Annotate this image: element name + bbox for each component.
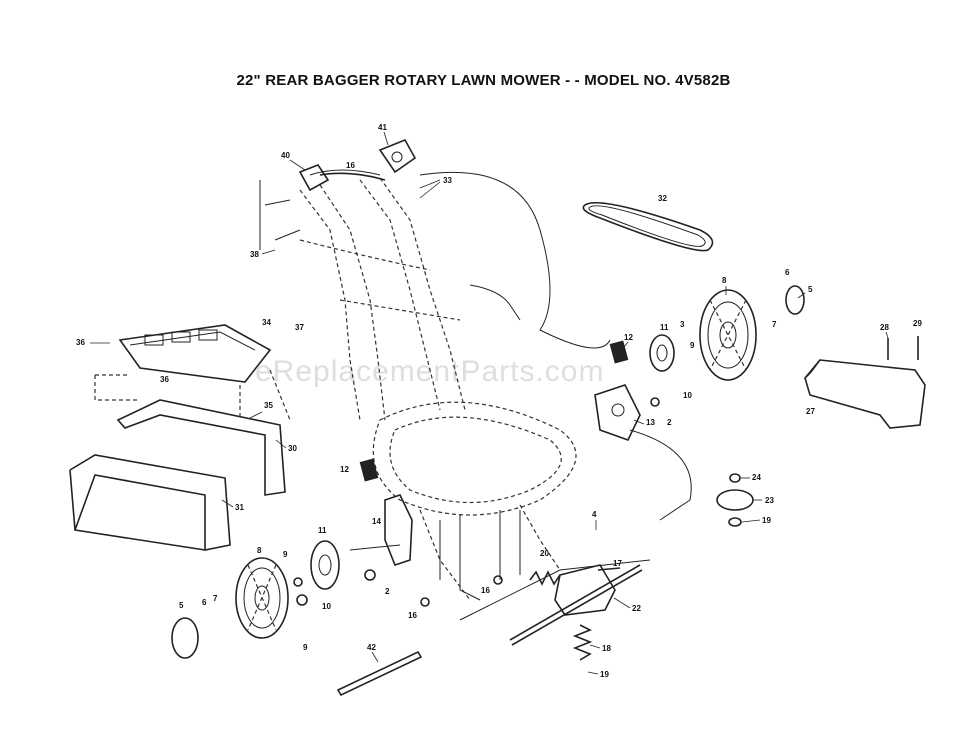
part-12-spring-left bbox=[359, 458, 379, 482]
part-20-spring bbox=[529, 570, 561, 586]
callout-9: 9 bbox=[283, 550, 288, 559]
callout-18: 18 bbox=[602, 644, 611, 653]
callout-8: 8 bbox=[722, 276, 727, 285]
part-42-cable-tie-bar bbox=[336, 650, 423, 697]
callout-20: 20 bbox=[540, 549, 549, 558]
throttle-cable bbox=[469, 284, 521, 321]
part-35-catcher-frame bbox=[116, 399, 286, 496]
callout-17: 17 bbox=[613, 559, 622, 568]
hardware-nut bbox=[650, 397, 660, 407]
callout-5: 5 bbox=[179, 601, 184, 610]
callout-labels: 41 40 16 33 38 32 8 6 5 7 12 11 3 9 10 1… bbox=[76, 123, 922, 679]
callout-38: 38 bbox=[250, 250, 259, 259]
part-11-pulley-right bbox=[649, 334, 675, 372]
callout-30: 30 bbox=[288, 444, 297, 453]
part-31-grass-bag bbox=[69, 454, 231, 551]
part-17-shaft bbox=[597, 567, 621, 571]
callout-34: 34 bbox=[262, 318, 271, 327]
callout-28: 28 bbox=[880, 323, 889, 332]
part-27-rear-deflector bbox=[804, 359, 926, 429]
part-14-drive-bracket bbox=[349, 494, 413, 566]
callout-16: 16 bbox=[408, 611, 417, 620]
part-8-rear-wheel-right bbox=[699, 289, 757, 381]
part-34-catcher-top-frame bbox=[118, 324, 272, 383]
callout-11: 11 bbox=[318, 526, 327, 535]
part-5-hubcap-left bbox=[171, 617, 199, 659]
callout-16: 16 bbox=[481, 586, 490, 595]
callout-9: 9 bbox=[690, 341, 695, 350]
callout-19: 19 bbox=[600, 670, 609, 679]
callout-10: 10 bbox=[683, 391, 692, 400]
callout-41: 41 bbox=[378, 123, 387, 132]
callout-6: 6 bbox=[785, 268, 790, 277]
callout-24: 24 bbox=[752, 473, 761, 482]
callout-7: 7 bbox=[772, 320, 777, 329]
callout-33: 33 bbox=[443, 176, 452, 185]
control-cable bbox=[419, 171, 611, 349]
hardware-nut bbox=[420, 597, 430, 607]
hardware-nut bbox=[493, 575, 503, 585]
callout-32: 32 bbox=[658, 194, 667, 203]
part-40-bail-lever bbox=[298, 164, 386, 192]
callout-23: 23 bbox=[765, 496, 774, 505]
callout-3: 3 bbox=[680, 320, 685, 329]
callout-10: 10 bbox=[322, 602, 331, 611]
part-6-hubcap-right bbox=[785, 285, 805, 315]
hardware-nut bbox=[293, 577, 303, 587]
callout-36: 36 bbox=[160, 375, 169, 384]
callout-22: 22 bbox=[632, 604, 641, 613]
callout-9: 9 bbox=[303, 643, 308, 652]
callout-37: 37 bbox=[295, 323, 304, 332]
callout-8: 8 bbox=[257, 546, 262, 555]
callout-6: 6 bbox=[202, 598, 207, 607]
callout-42: 42 bbox=[367, 643, 376, 652]
catcher-guide-lines bbox=[94, 369, 291, 421]
callout-11: 11 bbox=[660, 323, 669, 332]
callout-2: 2 bbox=[667, 418, 672, 427]
callout-13: 13 bbox=[646, 418, 655, 427]
part-32-drive-belt bbox=[582, 202, 714, 252]
callout-4: 4 bbox=[592, 510, 597, 519]
callout-14: 14 bbox=[372, 517, 381, 526]
callout-27: 27 bbox=[806, 407, 815, 416]
watermark: eReplacementParts.com bbox=[255, 355, 605, 388]
part-18-spring bbox=[572, 624, 593, 661]
callout-5: 5 bbox=[808, 285, 813, 294]
engine-mount-lines bbox=[439, 510, 651, 621]
page-title: 22" REAR BAGGER ROTARY LAWN MOWER - - MO… bbox=[236, 72, 731, 89]
leader-lines bbox=[90, 131, 889, 675]
part-11-pulley-left bbox=[310, 540, 340, 590]
hardware-nut bbox=[296, 594, 308, 606]
callout-36: 36 bbox=[76, 338, 85, 347]
callout-35: 35 bbox=[264, 401, 273, 410]
part-19-washer-upper bbox=[728, 517, 742, 527]
callout-2: 2 bbox=[385, 587, 390, 596]
drive-cable bbox=[629, 429, 692, 521]
part-22-transmission bbox=[509, 564, 643, 646]
callout-16: 16 bbox=[346, 161, 355, 170]
callout-29: 29 bbox=[913, 319, 922, 328]
callout-12: 12 bbox=[624, 333, 633, 342]
handle-assembly bbox=[259, 169, 466, 421]
part-12-spring-right bbox=[609, 340, 629, 364]
part-23-blade-adapter bbox=[716, 489, 754, 511]
hardware-nut bbox=[364, 569, 376, 581]
part-8-rear-wheel-left bbox=[235, 557, 289, 639]
part-24-nut bbox=[729, 473, 741, 483]
callout-40: 40 bbox=[281, 151, 290, 160]
part-41-control-bracket bbox=[378, 138, 417, 174]
callout-19: 19 bbox=[762, 516, 771, 525]
callout-12: 12 bbox=[340, 465, 349, 474]
callout-31: 31 bbox=[235, 503, 244, 512]
callout-7: 7 bbox=[213, 594, 218, 603]
part-13-gear-housing bbox=[594, 384, 641, 441]
